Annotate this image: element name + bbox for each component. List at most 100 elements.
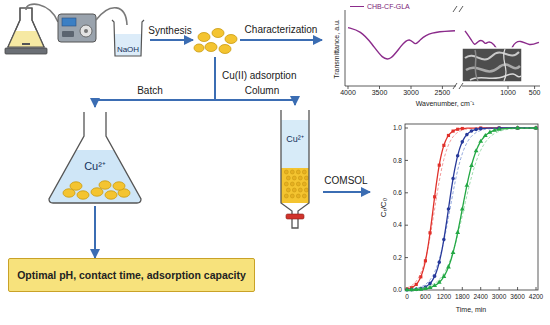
adsorbent-bead (292, 176, 296, 180)
data-point (428, 231, 431, 234)
data-point (451, 130, 454, 133)
tick-label: 500 (529, 89, 541, 97)
adsorbent-bead (99, 181, 111, 189)
data-point (456, 154, 460, 158)
axis-ticks (405, 128, 536, 290)
data-point (428, 282, 432, 286)
adsorbent-bead (290, 170, 294, 174)
result-box: Optimal pH, contact time, adsorption cap… (8, 258, 255, 292)
sem-image-part (466, 65, 520, 72)
synthesis-apparatus-part (8, 8, 44, 47)
legend-entry: CHB-CF-GLA (350, 3, 410, 10)
flask-glass (49, 112, 141, 203)
ftir-axes-part (345, 10, 456, 86)
adsorbent-beads-part (212, 29, 224, 38)
tick-label: 4000 (340, 89, 356, 97)
beaker-glass (112, 20, 144, 56)
data-point (447, 134, 450, 137)
step-label: Batch (137, 85, 163, 97)
data-point (461, 140, 465, 144)
adsorbent-bead (296, 182, 300, 186)
breakthrough-curves (405, 125, 539, 291)
data-point (410, 288, 414, 292)
adsorbent-bead (284, 194, 288, 198)
synthesis-apparatus-part (22, 43, 30, 45)
tick-mark (405, 160, 408, 161)
flow-arrows-part (323, 191, 370, 193)
tick-label: 0.8 (393, 157, 402, 164)
fixed-bed-column-outline (273, 108, 317, 230)
data-point (447, 207, 451, 211)
ftir-axes-part (462, 86, 540, 87)
legend-line (350, 6, 364, 7)
data-point (405, 287, 410, 291)
data-point (474, 148, 479, 152)
tick-label: 1.0 (393, 124, 402, 131)
data-point (516, 126, 520, 130)
data-point (415, 283, 418, 286)
adsorbent-beads-part (198, 33, 210, 42)
data-point (418, 286, 423, 290)
flow-arrows-part (95, 100, 215, 107)
tick-label: 2500 (435, 89, 451, 97)
adsorbent-beads-part (219, 45, 231, 54)
adsorbent-bead (296, 170, 300, 174)
tick-label: 1000 (500, 89, 516, 97)
tick-label: 0.2 (393, 254, 402, 261)
data-point (479, 126, 482, 129)
step-label: Characterization (245, 24, 318, 36)
adsorbent-bead (70, 182, 82, 190)
sem-image-part (475, 50, 478, 81)
tick-mark (536, 287, 537, 290)
data-point (456, 128, 459, 131)
data-point (442, 238, 446, 242)
flow-arrow (94, 206, 96, 258)
synthesis-apparatus-part (84, 29, 88, 33)
model-curve (407, 128, 536, 288)
tick-mark (443, 287, 444, 290)
data-point (479, 127, 483, 131)
adsorbent-bead (304, 176, 308, 180)
data-point (438, 164, 441, 167)
data-point (478, 139, 483, 143)
adsorbent-bead (298, 188, 302, 192)
data-point (437, 261, 441, 265)
fixed-bed-column: Cu²⁺ (273, 108, 317, 230)
axis-title: Cₜ/C₀ (379, 198, 388, 217)
data-point (483, 133, 488, 137)
tick-mark (405, 225, 408, 226)
data-point (414, 287, 419, 291)
tick-label: 2400 (473, 293, 487, 300)
adsorbent-bead (286, 188, 290, 192)
axis-title: Transmittance, a.u. (333, 19, 341, 79)
fitted-curve (407, 128, 536, 290)
data-point (534, 126, 538, 130)
shape-outline (281, 110, 309, 228)
data-point (534, 125, 539, 129)
spectrum-line (348, 28, 455, 59)
tick-mark (405, 257, 408, 258)
adsorbent-beads-part (194, 44, 204, 52)
adsorbent-bead (290, 194, 294, 198)
reagent-beaker: NaOH (110, 18, 146, 58)
batch-flask: Cu²⁺ (45, 110, 145, 205)
tick-label: 0 (405, 293, 409, 300)
flow-arrows-part (150, 39, 193, 41)
sem-image-part (504, 49, 506, 81)
fitted-curve (407, 128, 536, 290)
model-curve (407, 128, 536, 290)
legend-text: CHB-CF-GLA (367, 3, 410, 10)
adsorbent-bead (302, 170, 306, 174)
synthesis-apparatus-part (62, 18, 76, 26)
sem-image-part (462, 48, 522, 82)
adsorbent-bead (302, 182, 306, 186)
step-label: Column (245, 85, 279, 97)
synthesis-apparatus-part (26, 4, 58, 22)
data-point (497, 127, 502, 131)
data-point (405, 288, 409, 292)
adsorbent-bead (284, 170, 288, 174)
adsorbent-beads (194, 29, 237, 54)
batch-flask-outline (45, 110, 145, 205)
node-text: Cu²⁺ (84, 160, 106, 173)
flow-arrows-part (240, 39, 322, 41)
